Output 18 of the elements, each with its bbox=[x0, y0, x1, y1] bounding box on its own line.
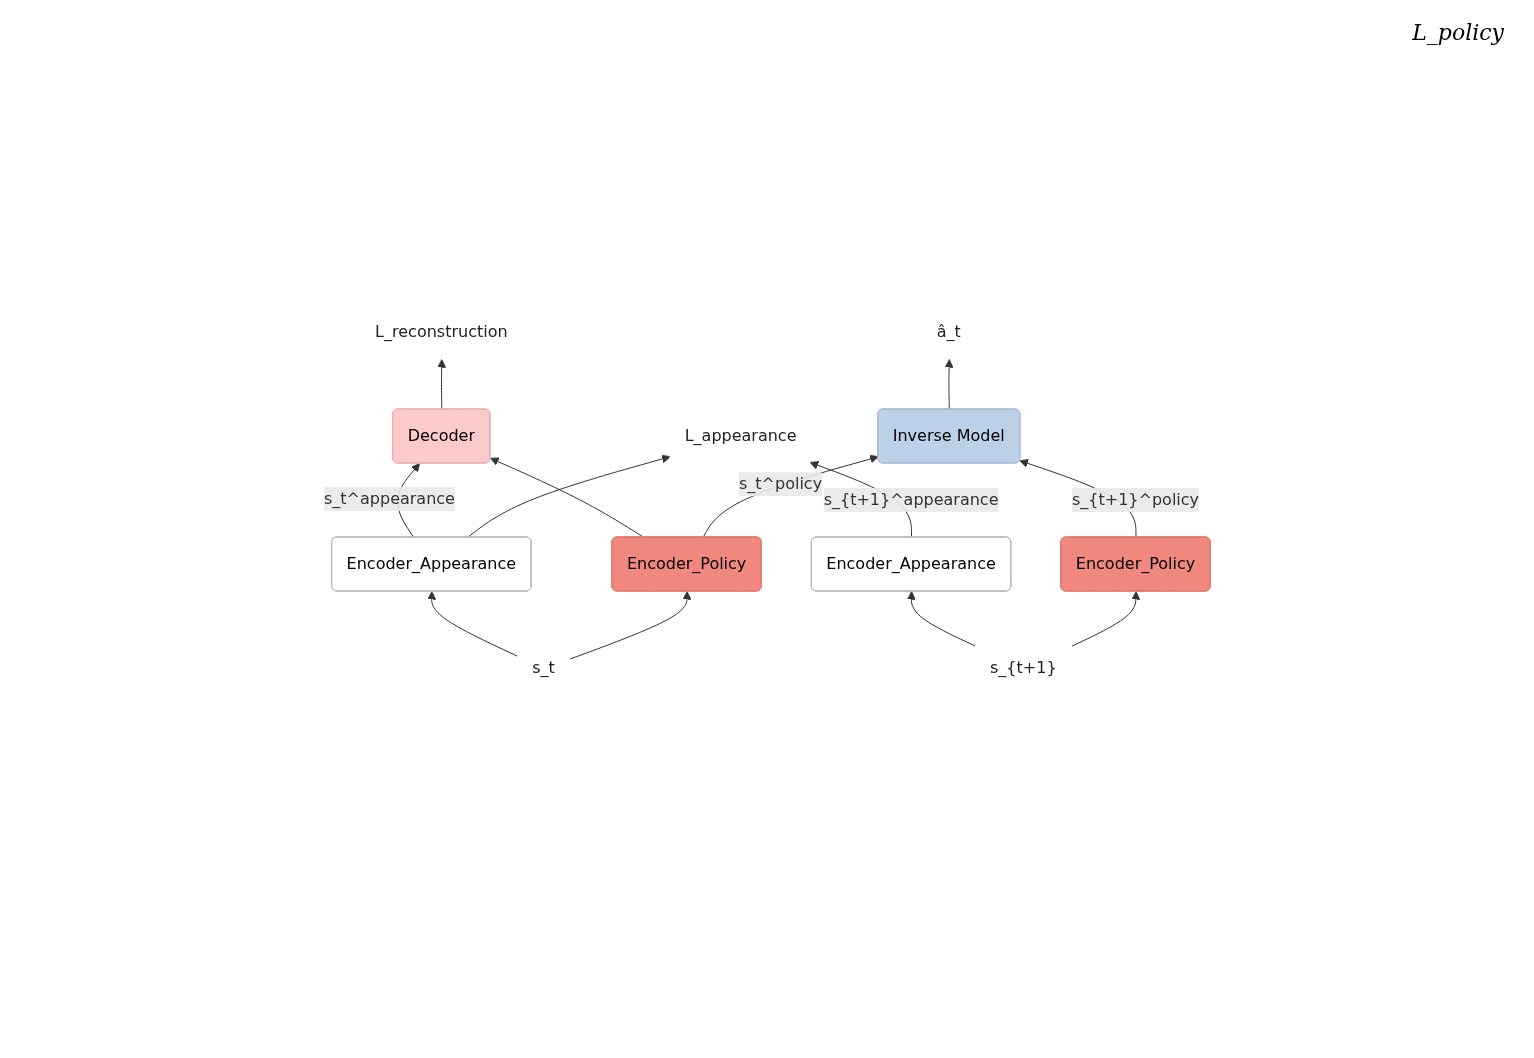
arrow bbox=[427, 591, 519, 657]
arrow bbox=[467, 454, 671, 538]
arrow bbox=[569, 591, 692, 660]
arrow bbox=[702, 454, 879, 538]
loss-label: L_policy bbox=[1412, 20, 1504, 45]
edge-label: s_t^appearance bbox=[323, 488, 455, 508]
node-text: â_t bbox=[936, 322, 961, 341]
arrow bbox=[437, 359, 446, 410]
node-text: s_{t+1} bbox=[989, 657, 1057, 677]
edge-label: s_t^policy bbox=[738, 474, 822, 494]
arrow bbox=[944, 359, 954, 410]
arrow bbox=[906, 591, 976, 647]
edge-label: s_{t+1}^appearance bbox=[823, 489, 999, 509]
arrow bbox=[1071, 591, 1141, 647]
node-text: s_t bbox=[532, 657, 555, 677]
edge-label: s_{t+1}^policy bbox=[1071, 489, 1199, 509]
node-text: L_reconstruction bbox=[374, 322, 508, 341]
node-text: L_appearance bbox=[684, 426, 797, 445]
